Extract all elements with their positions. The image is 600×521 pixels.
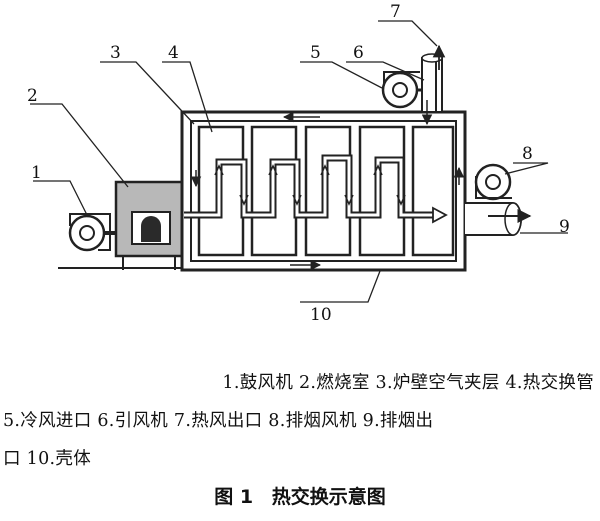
label-10: 10 [310, 305, 332, 325]
label-9: 9 [559, 217, 570, 237]
blower-icon [68, 213, 117, 252]
leader-lines [30, 20, 568, 303]
figure-number: 图 1 [214, 486, 254, 508]
legend-line: 1.鼓风机 2.燃烧室 3.炉壁空气夹层 4.热交换管 [222, 373, 594, 393]
heat-exchanger-diagram: 1 2 3 4 5 6 7 8 9 10 [27, 2, 570, 325]
flue-gas-outlet [465, 202, 532, 236]
legend-line: 口 10.壳体 [3, 449, 91, 469]
figure-title: 热交换示意图 [271, 486, 386, 508]
label-8: 8 [522, 144, 533, 164]
label-4: 4 [168, 43, 179, 63]
flue-gas-path [184, 154, 448, 224]
legend-line: 5.冷风进口 6.引风机 7.热风出口 8.排烟风机 9.排烟出 [3, 411, 434, 431]
label-5: 5 [310, 43, 321, 63]
exhaust-fan-icon [474, 163, 512, 201]
label-6: 6 [353, 43, 364, 63]
label-3: 3 [110, 43, 121, 63]
induced-draft-fan-icon [381, 71, 426, 109]
label-2: 2 [27, 86, 38, 106]
label-7: 7 [390, 2, 401, 22]
hot-air-outlet [432, 44, 446, 112]
figure-caption: 图 1 热交换示意图 [0, 482, 600, 509]
label-1: 1 [31, 163, 42, 183]
combustion-chamber [114, 180, 184, 270]
